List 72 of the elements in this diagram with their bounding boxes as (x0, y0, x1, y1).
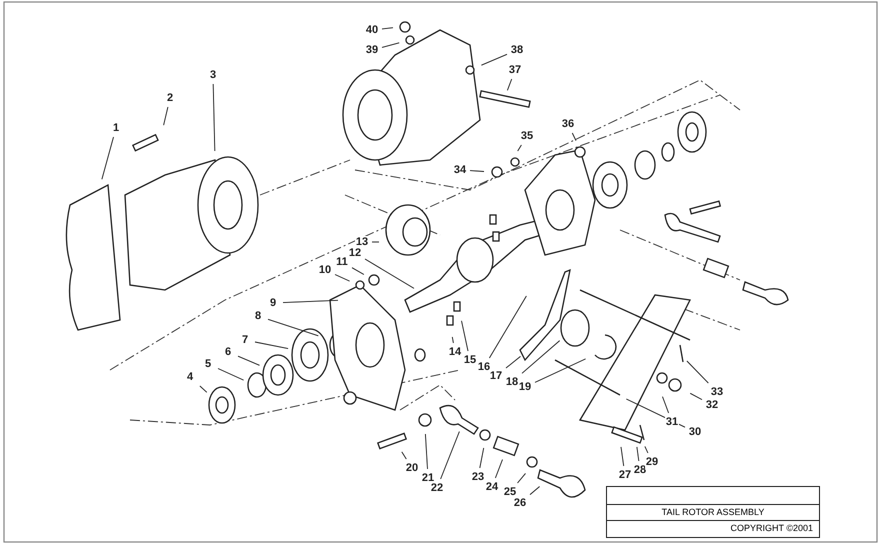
callout-number: 39 (365, 44, 379, 56)
leader-line (440, 431, 460, 480)
leader-line (452, 336, 454, 344)
leader-line (382, 27, 394, 30)
callout-number: 35 (520, 130, 534, 142)
leader-line (488, 296, 527, 358)
leader-line (620, 446, 624, 466)
callout-number: 18 (505, 376, 519, 388)
leader-line (101, 136, 114, 180)
callout-number: 15 (463, 354, 477, 366)
callout-number: 19 (518, 381, 532, 393)
callout-number: 25 (503, 486, 517, 498)
callout-number: 11 (335, 256, 349, 268)
leader-line (644, 446, 648, 454)
callout-number: 20 (405, 462, 419, 474)
leader-line (268, 318, 319, 336)
leader-line (470, 170, 484, 172)
callout-number: 13 (355, 236, 369, 248)
callout-number: 29 (645, 456, 659, 468)
leader-line (382, 42, 400, 48)
copyright-note: COPYRIGHT ©2001 (730, 523, 813, 533)
callout-number: 16 (477, 361, 491, 373)
leader-line (334, 274, 350, 282)
leader-line (686, 360, 709, 384)
callout-number: 34 (453, 164, 467, 176)
callout-number: 26 (513, 497, 527, 509)
leader-line (494, 459, 503, 478)
leader-line (364, 258, 414, 289)
leader-line (517, 144, 522, 152)
callout-number: 31 (665, 416, 679, 428)
drawing-title: TAIL ROTOR ASSEMBLY (660, 507, 766, 517)
leader-line (424, 434, 428, 470)
leader-line (506, 78, 512, 91)
leader-line (401, 451, 407, 460)
leader-line (517, 472, 526, 484)
leader-line (282, 300, 338, 304)
leader-line (163, 106, 168, 126)
callout-number: 38 (510, 44, 524, 56)
callout-number: 32 (705, 399, 719, 411)
leader-line (254, 342, 289, 350)
leader-line (534, 358, 586, 383)
callout-number: 21 (421, 472, 435, 484)
leader-line (461, 320, 468, 352)
callout-number: 22 (430, 482, 444, 494)
callout-number: 23 (471, 471, 485, 483)
leader-line (522, 340, 560, 374)
leader-line (479, 447, 484, 468)
callout-number: 10 (318, 264, 332, 276)
callout-number: 36 (561, 118, 575, 130)
callout-number: 24 (485, 481, 499, 493)
callout-number: 30 (688, 426, 702, 438)
callout-number: 28 (633, 464, 647, 476)
leader-line (218, 368, 244, 381)
leader-line (480, 54, 508, 66)
leader-line (238, 356, 260, 366)
leader-line (506, 356, 521, 368)
leader-line (690, 392, 702, 400)
callout-number: 40 (365, 24, 379, 36)
callout-number: 27 (618, 469, 632, 481)
callout-number: 14 (448, 346, 462, 358)
callout-number: 37 (508, 64, 522, 76)
leader-line (636, 446, 640, 462)
callout-number: 33 (710, 386, 724, 398)
callout-number: 17 (489, 370, 503, 382)
leader-line (530, 486, 540, 496)
leader-line (572, 132, 576, 142)
leader-line (352, 267, 364, 275)
leader-line (662, 396, 670, 414)
leader-line (199, 386, 208, 393)
leader-line (626, 398, 686, 428)
callout-number: 12 (348, 247, 362, 259)
leader-line (212, 84, 216, 152)
